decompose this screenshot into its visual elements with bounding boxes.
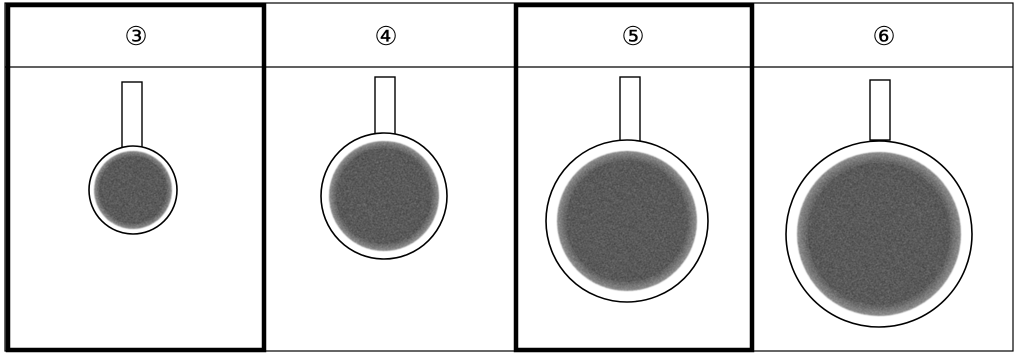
- panel-4: ④: [321, 22, 447, 259]
- flask-contents: [557, 151, 697, 291]
- panel-5: ⑤: [516, 5, 752, 350]
- flask-contents: [797, 152, 961, 316]
- panel-label: ⑥: [872, 22, 895, 52]
- flask-neck: [620, 77, 640, 149]
- panel-label: ⑤: [621, 22, 644, 52]
- panel-6: ⑥: [786, 22, 972, 327]
- flask-contents: [329, 141, 439, 251]
- flask-contents: [94, 151, 172, 229]
- panel-3: ③: [8, 5, 264, 350]
- panel-label: ③: [124, 22, 147, 52]
- panel-label: ④: [374, 22, 397, 52]
- flask-neck: [122, 82, 142, 148]
- flask-neck: [870, 80, 890, 140]
